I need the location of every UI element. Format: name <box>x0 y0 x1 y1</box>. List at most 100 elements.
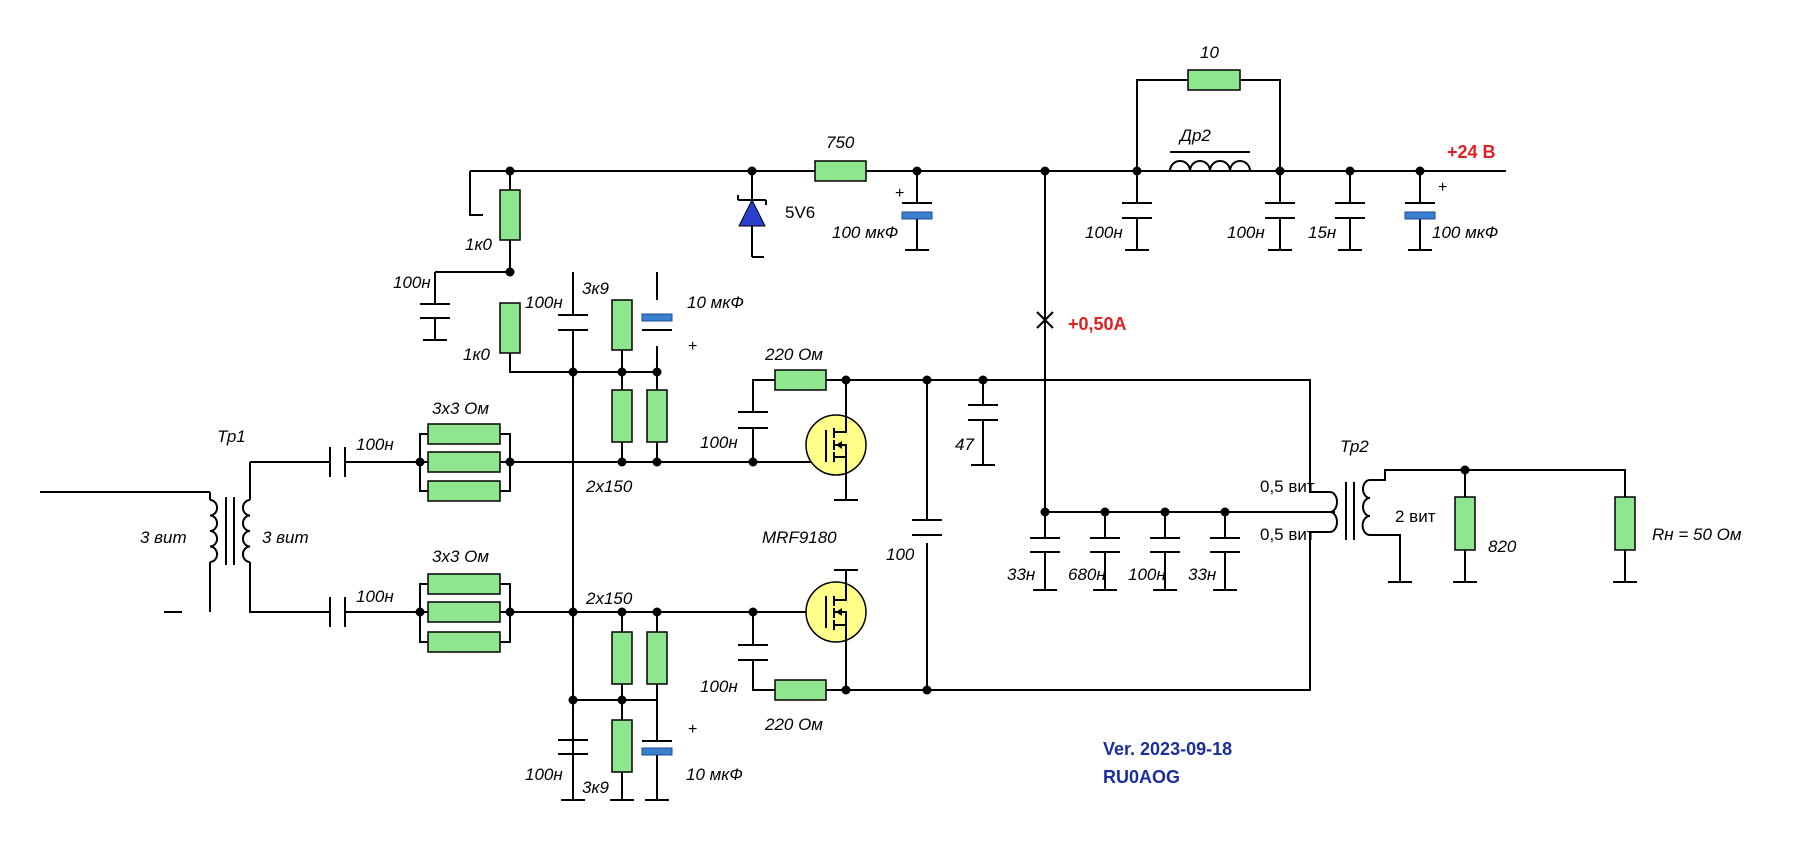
label-c-100u-a: 100 мкФ <box>832 223 898 242</box>
junction-dots <box>415 166 1470 705</box>
cap-33n-a <box>1030 537 1060 553</box>
label-plus-100u-a: + <box>895 185 904 202</box>
label-c-33n-b: 33н <box>1188 565 1217 584</box>
supply-label: +24 В <box>1447 142 1496 162</box>
resistor-750 <box>814 160 867 182</box>
choke-dr2 <box>1137 151 1280 172</box>
label-r-load: Rн = 50 Ом <box>1652 525 1742 544</box>
resistor-1k0-top <box>499 189 521 241</box>
cap-100n-bot <box>558 739 588 755</box>
zener-diode <box>737 195 767 227</box>
label-tr2-p1: 0,5 вит <box>1260 477 1315 496</box>
label-tr2-sec: 2 вит <box>1395 507 1436 526</box>
mosfet-top <box>805 410 867 480</box>
label-c-680n: 680н <box>1068 565 1106 584</box>
cap-680n <box>1090 537 1120 553</box>
label-zener: 5V6 <box>785 203 815 222</box>
cap-100n-in-bot <box>329 597 346 627</box>
label-r-220-bot: 220 Ом <box>764 715 823 734</box>
label-plus-10u-top: + <box>688 338 697 355</box>
label-r-3k9-bot: 3к9 <box>582 778 609 797</box>
label-r-2x150-top: 2х150 <box>585 477 633 496</box>
cap-15n <box>1335 202 1365 219</box>
resistor-3ohm-3-bottom <box>427 631 501 653</box>
resistor-3k9-bottom <box>611 719 633 773</box>
cap-100 <box>912 519 942 536</box>
label-r-820: 820 <box>1488 537 1517 556</box>
label-c-100n-gate-top: 100н <box>700 433 738 452</box>
label-r-3k9-top: 3к9 <box>582 279 609 298</box>
mosfet-bottom <box>805 580 867 643</box>
label-r-220-top: 220 Ом <box>764 345 823 364</box>
label-r-1k0-a: 1к0 <box>465 235 492 254</box>
label-c-100n-b: 100н <box>1085 223 1123 242</box>
label-c-15n: 15н <box>1308 223 1337 242</box>
component-labels: 10 Др2 750 5V6 100 мкФ 100н 100н 15н 100… <box>140 43 1742 797</box>
label-tr1: Тр1 <box>217 427 246 446</box>
label-c-100n-in-bot: 100н <box>356 587 394 606</box>
label-tr2-p2: 0,5 вит <box>1260 525 1315 544</box>
resistor-1k0-bottom <box>499 302 521 354</box>
current-label: +0,50A <box>1068 314 1127 334</box>
label-r-750: 750 <box>826 133 855 152</box>
ground-symbols <box>164 249 1637 801</box>
ecap-100u-b <box>1404 211 1436 220</box>
cap-100n-top <box>558 314 588 331</box>
wires <box>40 79 1626 800</box>
resistor-150-a-bottom <box>611 631 633 685</box>
resistor-3ohm-2-bottom <box>427 601 501 623</box>
resistor-220-bottom <box>774 679 827 701</box>
cap-100n-gate-bot <box>738 644 768 661</box>
cap-100n-c <box>1265 202 1295 219</box>
label-r-10: 10 <box>1200 43 1219 62</box>
label-c-100n-gate-bot: 100н <box>700 677 738 696</box>
resistor-820 <box>1454 496 1476 551</box>
current-probe-cross <box>1036 311 1054 329</box>
resistor-3ohm-1-bottom <box>427 573 501 595</box>
cap-100n-in-top <box>329 447 346 477</box>
label-plus-100u-b: + <box>1438 179 1447 196</box>
label-c-33n-a: 33н <box>1007 565 1036 584</box>
resistor-220-top <box>774 369 827 391</box>
transformer-tr1 <box>209 497 251 565</box>
label-tr1-secondary: 3 вит <box>262 528 309 547</box>
ecap-10u-top <box>641 313 673 322</box>
cap-33n-b <box>1210 537 1240 553</box>
label-c-10u-top: 10 мкФ <box>687 293 744 312</box>
label-c-100n-c: 100н <box>1227 223 1265 242</box>
version-author: RU0AOG <box>1103 767 1180 787</box>
label-tr1-primary: 3 вит <box>140 528 187 547</box>
resistor-150-a-top <box>611 389 633 443</box>
ecap-100u-a <box>901 211 933 220</box>
label-c-100n-left: 100н <box>393 273 431 292</box>
label-c-100n-in-top: 100н <box>356 435 394 454</box>
annotations: +24 В +0,50A Ver. 2023-09-18 RU0AOG <box>1068 142 1496 787</box>
label-c-100u-b: 100 мкФ <box>1432 223 1498 242</box>
resistor-3ohm-1-top <box>427 423 501 445</box>
cap-100n-d <box>1150 537 1180 553</box>
label-c-100n-bot: 100н <box>525 765 563 784</box>
resistor-load <box>1614 496 1636 551</box>
resistor-10 <box>1187 69 1241 91</box>
resistor-150-b-bottom <box>646 631 668 685</box>
label-plus-10u-bot: + <box>688 721 697 738</box>
version-date: Ver. 2023-09-18 <box>1103 739 1232 759</box>
label-r-3x3-top: 3х3 Ом <box>432 399 489 418</box>
label-c-100n-d: 100н <box>1128 565 1166 584</box>
ecap-10u-bot <box>641 747 673 756</box>
label-choke: Др2 <box>1178 126 1211 145</box>
resistor-150-b-top <box>646 389 668 443</box>
capacitors <box>329 202 1436 756</box>
cap-100n-gate-top <box>738 411 768 429</box>
label-c-10u-bot: 10 мкФ <box>686 765 743 784</box>
label-c-100n-top: 100н <box>525 293 563 312</box>
label-c-47: 47 <box>955 435 974 454</box>
cap-100n-b <box>1122 202 1152 219</box>
cap-47 <box>968 404 998 421</box>
label-mosfet: MRF9180 <box>762 528 837 547</box>
label-r-1k0-b: 1к0 <box>463 345 490 364</box>
label-r-2x150-bot: 2х150 <box>585 589 633 608</box>
transformer-tr2 <box>1329 479 1371 540</box>
label-tr2: Тр2 <box>1340 437 1369 456</box>
